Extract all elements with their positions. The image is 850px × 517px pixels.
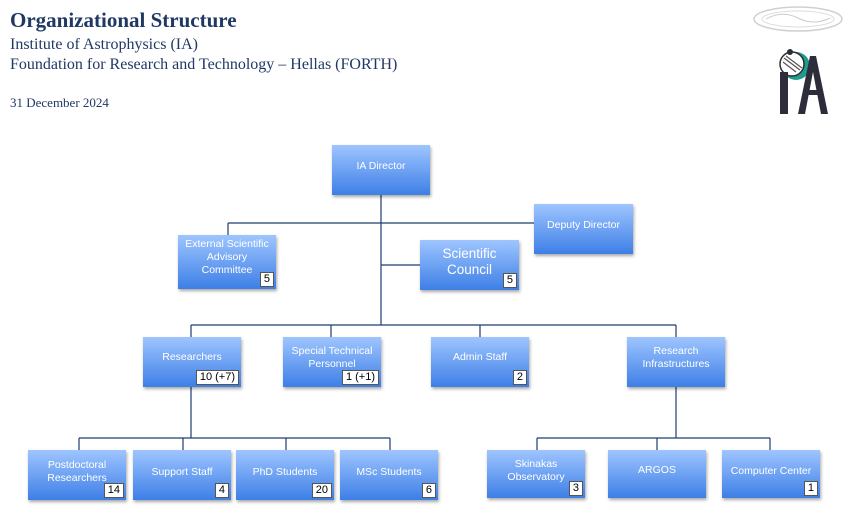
computer-center-count: 1 (803, 481, 818, 496)
researchers-box: Researchers 10 (+7) (143, 337, 241, 387)
deputy-director-box: Deputy Director (534, 204, 633, 254)
scientific-council-count: 5 (502, 273, 517, 288)
skinakas-count: 3 (568, 481, 583, 496)
external-advisory-count: 5 (259, 272, 274, 287)
page-title: Organizational Structure (10, 8, 237, 32)
support-staff-label: Support Staff (151, 465, 213, 478)
ia-monogram-icon (779, 49, 828, 114)
support-staff-box: Support Staff 4 (133, 450, 231, 500)
ia-logo (752, 6, 844, 123)
special-technical-box: Special Technical Personnel 1 (+1) (283, 337, 381, 387)
scientific-council-box: Scientific Council 5 (420, 240, 519, 290)
postdocs-box: Postdoctoral Researchers 14 (28, 450, 126, 500)
postdocs-label: Postdoctoral Researchers (47, 459, 107, 484)
admin-staff-label: Admin Staff (452, 351, 508, 363)
research-infra-label: Research Infrastructures (642, 345, 710, 370)
skinakas-label: Skinakas Observatory (507, 458, 565, 483)
msc-students-box: MSc Students 6 (340, 450, 438, 500)
computer-center-label: Computer Center (730, 464, 812, 477)
special-technical-count: 1 (+1) (341, 370, 379, 385)
msc-students-label: MSc Students (356, 465, 422, 478)
deputy-director-label: Deputy Director (547, 218, 620, 231)
ia-director-label: IA Director (356, 159, 406, 172)
phd-students-count: 20 (311, 483, 332, 498)
argos-box: ARGOS (608, 450, 706, 498)
skinakas-box: Skinakas Observatory 3 (487, 450, 585, 498)
special-technical-label: Special Technical Personnel (291, 344, 373, 370)
support-staff-count: 4 (214, 483, 229, 498)
external-advisory-box: External Scientific Advisory Committee 5 (178, 235, 276, 289)
research-infra-box: Research Infrastructures (627, 337, 725, 387)
seal-icon (753, 6, 843, 32)
scientific-council-label: Scientific Council (442, 246, 497, 277)
msc-students-count: 6 (421, 483, 436, 498)
phd-students-box: PhD Students 20 (236, 450, 334, 500)
report-date: 31 December 2024 (10, 95, 109, 110)
admin-staff-box: Admin Staff 2 (431, 337, 529, 387)
phd-students-label: PhD Students (252, 465, 318, 478)
researchers-label: Researchers (162, 351, 222, 363)
computer-center-box: Computer Center 1 (722, 450, 820, 498)
postdocs-count: 14 (103, 483, 124, 498)
researchers-count: 10 (+7) (195, 370, 239, 385)
argos-label: ARGOS (638, 463, 676, 476)
institute-name: Institute of Astrophysics (IA) (10, 36, 198, 53)
external-advisory-label: External Scientific Advisory Committee (185, 237, 269, 276)
admin-staff-count: 2 (512, 370, 527, 385)
ia-director-box: IA Director (332, 145, 430, 195)
foundation-name: Foundation for Research and Technology –… (10, 56, 398, 73)
